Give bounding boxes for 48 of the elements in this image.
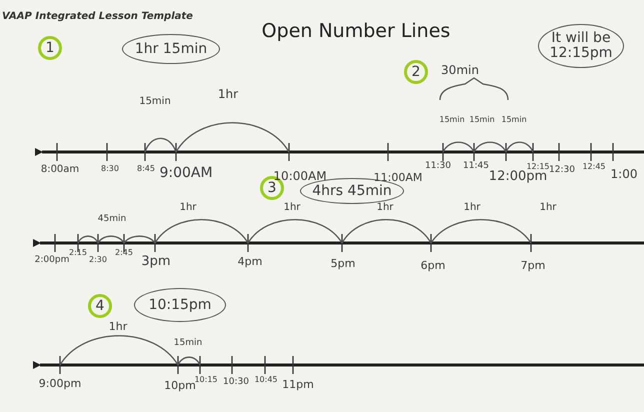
- time-label: 10:45: [254, 376, 278, 384]
- time-label: 9:00AM: [159, 166, 213, 180]
- time-label: 7pm: [520, 260, 546, 271]
- time-label: 2:00pm: [34, 256, 70, 265]
- jump-label: 30min: [441, 64, 479, 76]
- step-number-circle: 4: [88, 294, 112, 318]
- jump-label: 1hr: [180, 203, 196, 213]
- answer-oval: It will be 12:15pm: [538, 24, 624, 68]
- time-label: 6pm: [420, 260, 446, 271]
- time-label: 2:15: [69, 249, 87, 257]
- time-label: 12:45: [582, 163, 606, 171]
- time-label: 1:00: [610, 168, 638, 180]
- jump-label: 1hr: [376, 203, 394, 213]
- jump-label: 1hr: [108, 321, 128, 332]
- jump-label: 1hr: [540, 203, 556, 213]
- time-label: 10:15: [194, 376, 218, 384]
- jump-label: 45min: [98, 215, 126, 224]
- time-label: 10pm: [164, 380, 196, 391]
- jump-label: 1hr: [464, 203, 480, 213]
- step-number-circle: 2: [404, 60, 428, 84]
- answer-oval: 1hr 15min: [122, 34, 220, 64]
- time-label: 8:30: [101, 165, 119, 173]
- time-label: 8:00am: [40, 165, 80, 175]
- jump-label: 1hr: [284, 203, 300, 213]
- jump-label: 15min: [439, 116, 465, 124]
- jump-label: 15min: [174, 339, 202, 348]
- time-label: 9:00pm: [38, 378, 82, 389]
- jump-label: 15min: [139, 97, 171, 107]
- time-label: 2:30: [89, 256, 107, 264]
- time-label: 3pm: [141, 255, 171, 268]
- step-number-circle: 1: [38, 36, 62, 60]
- jump-label: 1hr: [218, 88, 238, 100]
- jump-label: 15min: [469, 116, 495, 124]
- time-label: 11pm: [282, 379, 314, 390]
- time-label: 12:00pm: [488, 170, 548, 183]
- time-label: 11:45: [463, 162, 489, 171]
- jump-label: 15min: [501, 116, 527, 124]
- time-label: 10:30: [223, 378, 249, 387]
- page-title: Open Number Lines: [262, 22, 450, 41]
- time-label: 12:15: [526, 163, 550, 171]
- time-label: 8:45: [137, 165, 155, 173]
- time-label: 12:30: [549, 166, 575, 175]
- answer-oval: 10:15pm: [134, 288, 226, 322]
- time-label: 2:45: [115, 249, 133, 257]
- time-label: 5pm: [330, 258, 356, 269]
- header-text: VAAP Integrated Lesson Template: [2, 12, 193, 22]
- time-label: 4pm: [238, 256, 262, 267]
- time-label: 11:30: [425, 162, 451, 171]
